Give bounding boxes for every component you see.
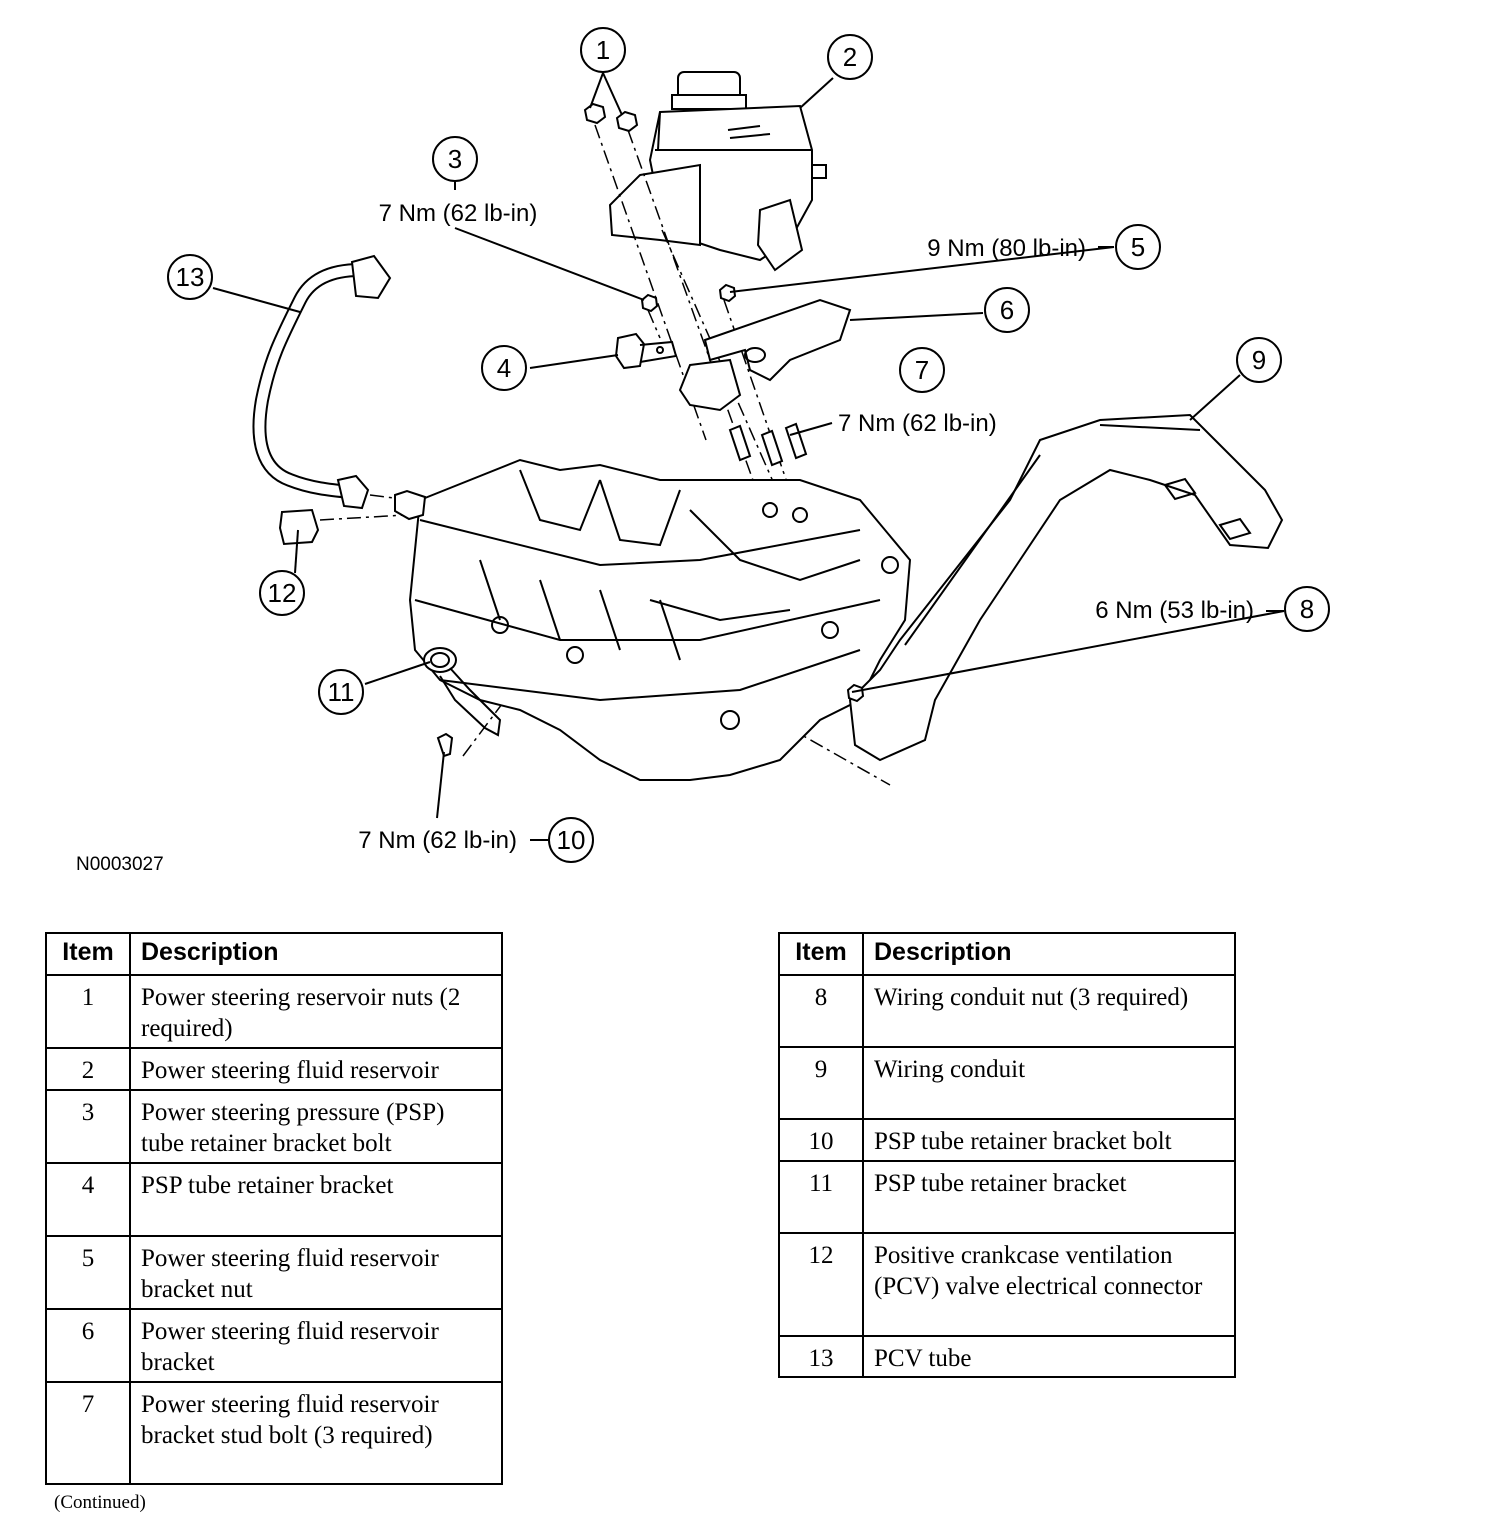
callout-circle-3 xyxy=(432,136,478,182)
intake-manifold-drawing xyxy=(408,458,912,781)
item-number: 12 xyxy=(778,1232,864,1337)
item-number: 13 xyxy=(778,1335,864,1378)
pcv-connector-drawing xyxy=(278,508,320,546)
header-item: Item xyxy=(778,932,864,976)
callout-9: 9 xyxy=(1252,345,1266,375)
item-description: Power steering pressure (PSP) tube retai… xyxy=(129,1089,503,1164)
callout-13: 13 xyxy=(176,262,205,292)
callout-3: 3 xyxy=(448,144,462,174)
callout-circle-7 xyxy=(899,347,945,393)
callout-circle-11 xyxy=(318,669,364,715)
item-number: 8 xyxy=(778,974,864,1048)
reservoir-nuts-drawing xyxy=(583,102,639,133)
item-description: PCV tube xyxy=(862,1335,1236,1378)
callout-1: 1 xyxy=(596,35,610,65)
item-number: 3 xyxy=(45,1089,131,1164)
table-row: 10 PSP tube retainer bracket bolt xyxy=(778,1118,1236,1162)
table-row: 2 Power steering fluid reservoir xyxy=(45,1047,503,1091)
callout-circle-5 xyxy=(1115,224,1161,270)
stud-bolts-drawing xyxy=(728,422,808,467)
callout-8: 8 xyxy=(1300,594,1314,624)
table-row: 4 PSP tube retainer bracket xyxy=(45,1162,503,1237)
table-row: 7 Power steering fluid reservoir bracket… xyxy=(45,1381,503,1485)
callout-7: 7 xyxy=(915,355,929,385)
callout-6: 6 xyxy=(1000,295,1014,325)
callout-circle-2 xyxy=(827,34,873,80)
wiring-conduit-drawing xyxy=(848,413,1284,762)
continued-note: (Continued) xyxy=(54,1492,146,1513)
reservoir-bracket-drawing xyxy=(678,298,852,412)
table-row: 6 Power steering fluid reservoir bracket xyxy=(45,1308,503,1383)
table-row: 3 Power steering pressure (PSP) tube ret… xyxy=(45,1089,503,1164)
item-number: 9 xyxy=(778,1046,864,1120)
parts-table-left: Item Description 1 Power steering reserv… xyxy=(45,932,503,1485)
table-row: 12 Positive crankcase ventilation (PCV) … xyxy=(778,1232,1236,1337)
item-number: 7 xyxy=(45,1381,131,1485)
header-description: Description xyxy=(862,932,1236,976)
callout-5: 5 xyxy=(1131,232,1145,262)
torque-label-8: 6 Nm (53 lb-in) xyxy=(1095,597,1254,624)
callout-circle-1 xyxy=(580,27,626,73)
item-description: Power steering fluid reservoir bracket xyxy=(129,1308,503,1383)
callout-circle-9 xyxy=(1236,337,1282,383)
item-number: 1 xyxy=(45,974,131,1049)
callout-4: 4 xyxy=(497,353,511,383)
item-description: PSP tube retainer bracket bolt xyxy=(862,1118,1236,1162)
psp-bracket-11-drawing xyxy=(423,647,502,737)
callout-circle-10 xyxy=(548,817,594,863)
callout-10: 10 xyxy=(557,825,586,855)
table-row: 1 Power steering reservoir nuts (2 requi… xyxy=(45,974,503,1049)
table-row: 5 Power steering fluid reservoir bracket… xyxy=(45,1235,503,1310)
item-description: Wiring conduit xyxy=(862,1046,1236,1120)
torque-label-3: 7 Nm (62 lb-in) xyxy=(379,200,538,227)
item-description: Power steering fluid reservoir bracket n… xyxy=(129,1235,503,1310)
torque-label-7: 7 Nm (62 lb-in) xyxy=(838,410,997,437)
item-number: 5 xyxy=(45,1235,131,1310)
pcv-tube-drawing xyxy=(252,254,427,521)
psp-bracket-drawing xyxy=(614,332,678,370)
callout-circle-13 xyxy=(167,254,213,300)
item-number: 6 xyxy=(45,1308,131,1383)
power-steering-reservoir-drawing xyxy=(608,71,827,272)
table-row: 8 Wiring conduit nut (3 required) xyxy=(778,974,1236,1048)
item-description: Power steering fluid reservoir xyxy=(129,1047,503,1091)
callout-12: 12 xyxy=(268,578,297,608)
item-description: Power steering fluid reservoir bracket s… xyxy=(129,1381,503,1485)
item-description: PSP tube retainer bracket xyxy=(129,1162,503,1237)
table-header-row: Item Description xyxy=(45,932,503,976)
callout-circle-8 xyxy=(1284,586,1330,632)
table-row: 11 PSP tube retainer bracket xyxy=(778,1160,1236,1234)
header-item: Item xyxy=(45,932,131,976)
table-header-row: Item Description xyxy=(778,932,1236,976)
callout-circle-4 xyxy=(481,345,527,391)
item-description: Wiring conduit nut (3 required) xyxy=(862,974,1236,1048)
parts-table-right: Item Description 8 Wiring conduit nut (3… xyxy=(778,932,1236,1378)
item-number: 10 xyxy=(778,1118,864,1162)
figure-id: N0003027 xyxy=(76,854,164,875)
item-number: 4 xyxy=(45,1162,131,1237)
item-number: 11 xyxy=(778,1160,864,1234)
callout-circle-6 xyxy=(984,287,1030,333)
table-row: 13 PCV tube xyxy=(778,1335,1236,1378)
item-description: Power steering reservoir nuts (2 require… xyxy=(129,974,503,1049)
item-number: 2 xyxy=(45,1047,131,1091)
table-row: 9 Wiring conduit xyxy=(778,1046,1236,1120)
item-description: PSP tube retainer bracket xyxy=(862,1160,1236,1234)
callout-11: 11 xyxy=(328,677,355,707)
item-description: Positive crankcase ventilation (PCV) val… xyxy=(862,1232,1236,1337)
callout-circle-12 xyxy=(259,570,305,616)
torque-label-10: 7 Nm (62 lb-in) xyxy=(358,827,517,854)
callout-2: 2 xyxy=(843,42,857,72)
exploded-view-diagram: 1 2 3 4 5 6 7 8 9 10 11 12 13 7 Nm (62 l… xyxy=(167,27,1330,863)
header-description: Description xyxy=(129,932,503,976)
torque-label-5: 9 Nm (80 lb-in) xyxy=(927,235,1086,262)
